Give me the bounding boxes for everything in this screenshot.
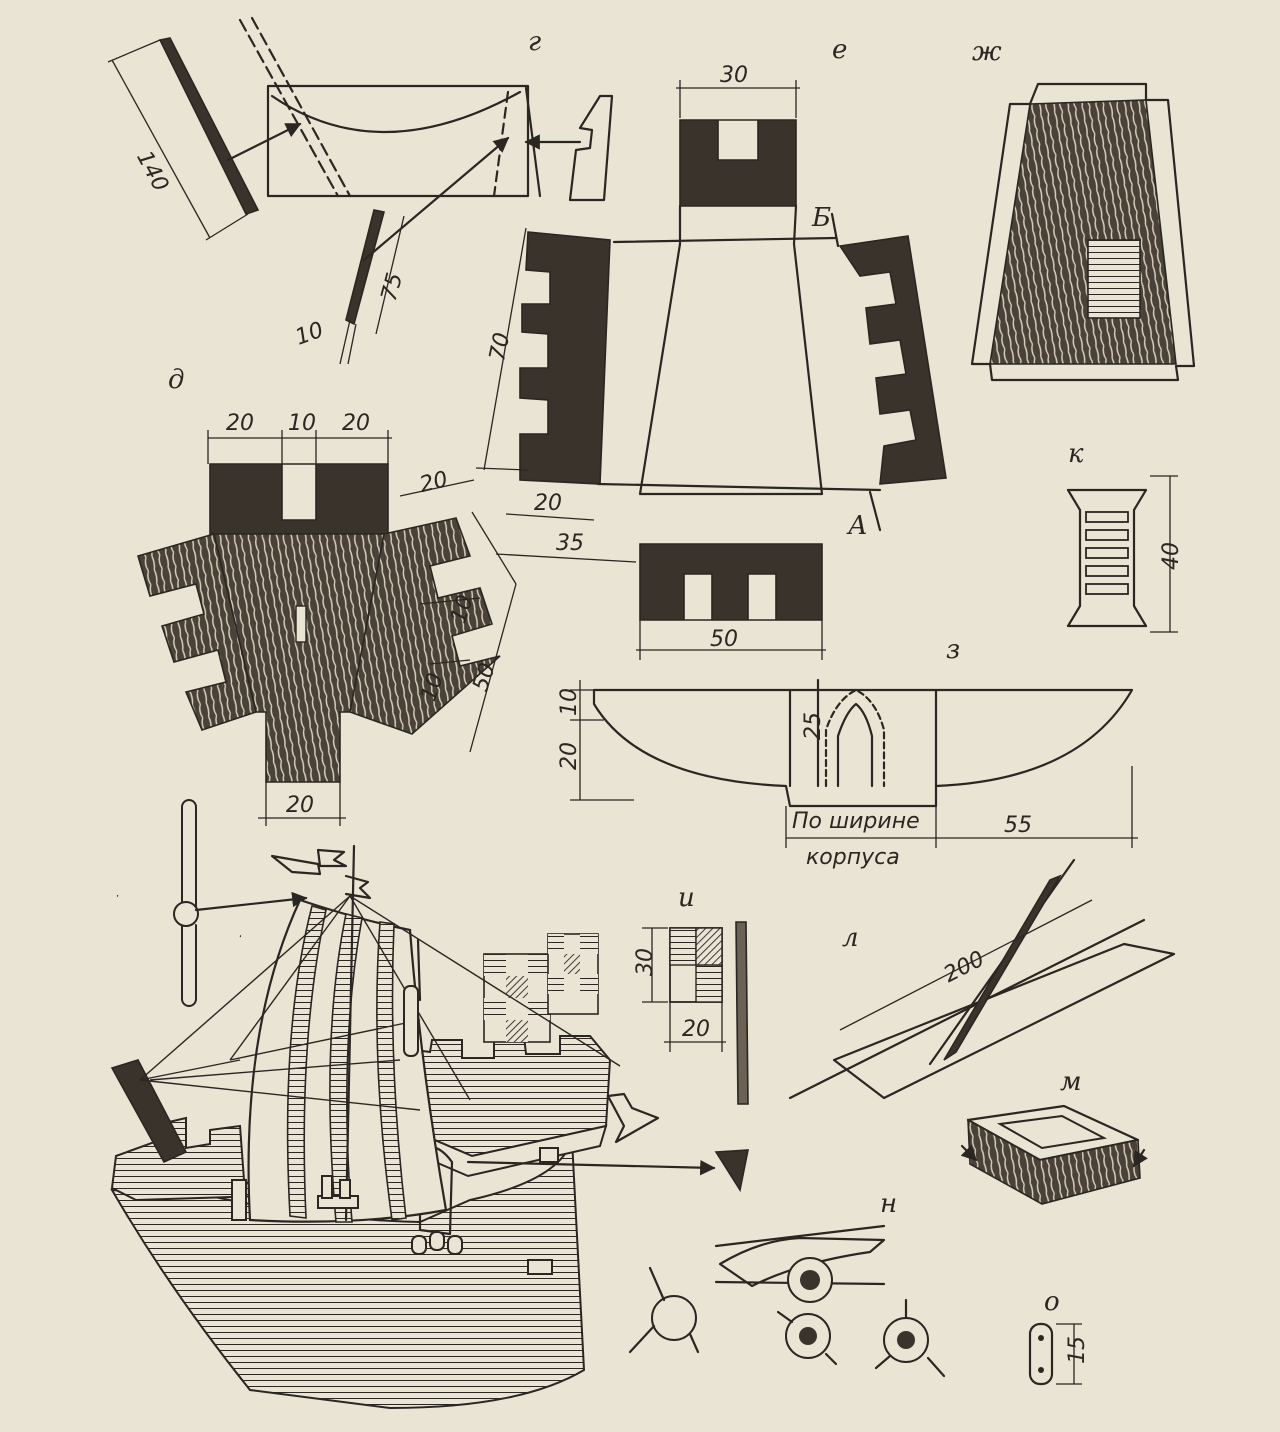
panel-zh: ж [970, 37, 1196, 382]
dim-z-10: 10 [557, 688, 582, 716]
frame-m [967, 1118, 1141, 1205]
panel-l: л 200 [788, 858, 1176, 1100]
panel-letter-m: м [1060, 1067, 1082, 1097]
panel-letter-d: д [168, 365, 184, 395]
dim-l-200: 200 [940, 947, 989, 988]
dim-i-20: 20 [682, 1017, 710, 1042]
panel-letter-g: г [528, 27, 541, 57]
dim-d-20a: 20 [226, 411, 254, 436]
dim-o-15: 15 [1065, 1336, 1090, 1364]
bowsprit [110, 1059, 188, 1164]
crenel-right-e [838, 235, 947, 485]
panel-zh-wood [989, 99, 1177, 365]
dim-20-e: 20 [534, 491, 562, 516]
panel-letter-e: е [832, 35, 847, 65]
dim-d-bottom: 20 [286, 793, 314, 818]
crenel-right-d [349, 517, 501, 735]
dim-z-25: 25 [801, 712, 826, 740]
marker-a: А [846, 511, 868, 541]
crenel-left-d [137, 532, 257, 731]
dim-line-140 [111, 59, 211, 239]
panel-letter-o: о [1044, 1287, 1060, 1317]
dim-z-20: 20 [557, 742, 582, 770]
ship-assembly [110, 799, 716, 1410]
strip-140 [158, 37, 260, 215]
crenel-top-e [679, 119, 797, 207]
dim-75: 75 [377, 270, 408, 304]
dim-10-g: 10 [292, 318, 327, 351]
panel-i: и 30 20 [633, 883, 749, 1193]
dim-140: 140 [131, 147, 173, 196]
crenel-top-d [209, 463, 389, 535]
strip-75 [345, 209, 385, 326]
dim-d-10: 10 [288, 411, 316, 436]
dim-d-side: 20 [417, 467, 450, 498]
profile-g [568, 94, 614, 202]
panel-g: г 140 75 10 [107, 16, 614, 365]
z-caption-1: По ширине [792, 809, 920, 834]
crenel-bottom-e [639, 543, 823, 621]
panel-e: е 30 70 20 35 Б А 50 [475, 35, 947, 660]
panel-n: н [628, 1189, 946, 1378]
pulley-2 [651, 1295, 697, 1341]
panel-m: м [960, 1067, 1148, 1205]
panel-letter-l: л [842, 923, 859, 953]
dim-35: 35 [556, 531, 584, 556]
dim-d-20b: 20 [342, 411, 370, 436]
dim-70: 70 [485, 331, 515, 364]
dim-i-30: 30 [633, 948, 658, 976]
panel-d: д 20 10 20 20 50 10 10 20 [137, 365, 517, 826]
panel-letter-k: к [1068, 439, 1084, 469]
dim-k-40: 40 [1159, 542, 1184, 570]
sheet-l [832, 942, 1176, 1100]
ladder-k [1066, 488, 1148, 628]
crenel-left-e [519, 231, 611, 485]
panel-z: з 10 20 25 По ширине корпуса 55 [557, 635, 1138, 870]
panel-letter-zh: ж [972, 37, 1002, 67]
panel-k: к 40 [1066, 439, 1184, 633]
dim-30: 30 [720, 63, 748, 88]
panel-letter-n: н [880, 1189, 897, 1219]
panel-letter-z: з [946, 635, 960, 665]
panel-o: о 15 [1028, 1287, 1090, 1386]
dim-50-e: 50 [710, 627, 738, 652]
castle-flags [483, 933, 599, 1043]
bracket-o [1028, 1322, 1054, 1386]
dim-z-55: 55 [1004, 813, 1032, 838]
marker-b: Б [811, 203, 831, 233]
shape-z [592, 688, 1134, 808]
z-caption-2: корпуса [806, 845, 900, 870]
panel-letter-i: и [678, 883, 695, 913]
